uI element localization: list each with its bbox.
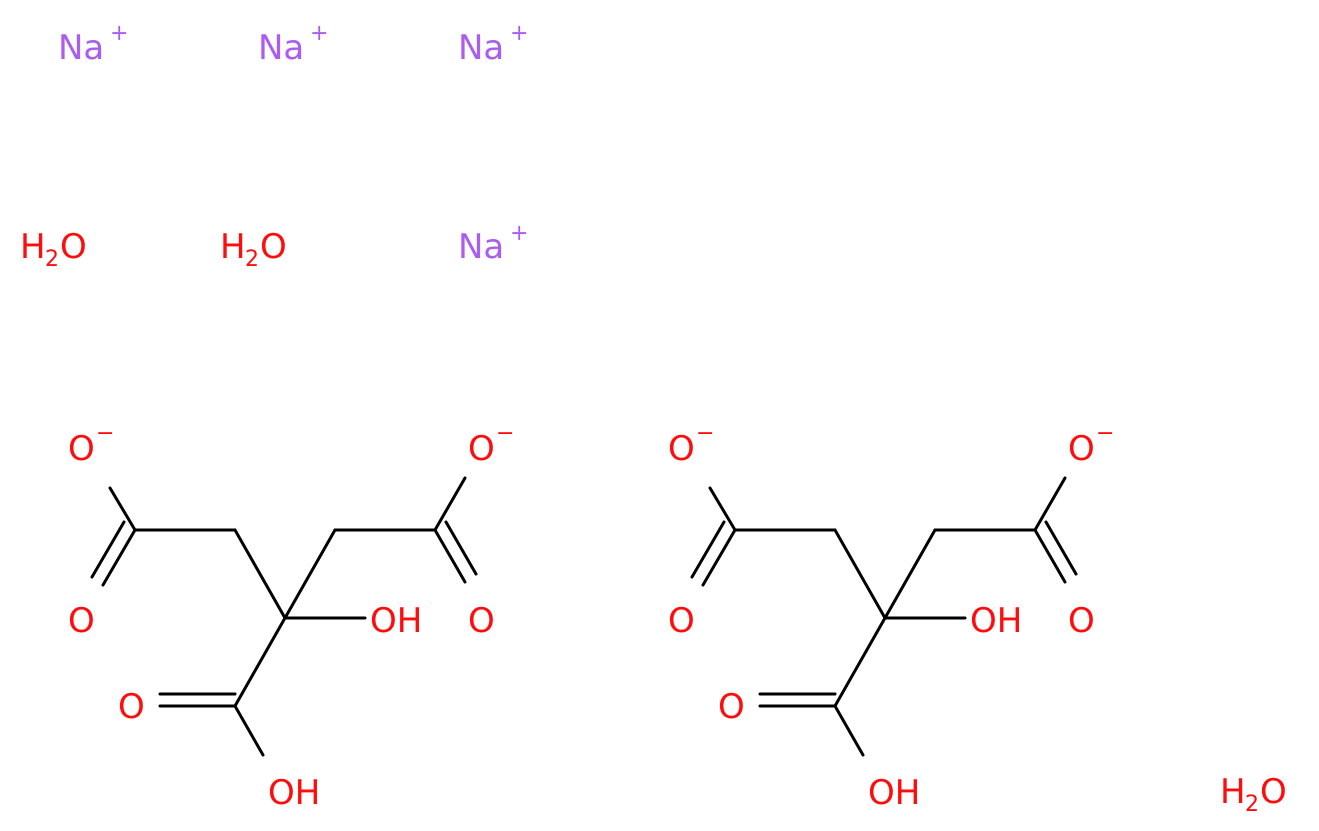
water-subscript: 2	[1245, 792, 1259, 817]
bond	[833, 616, 887, 708]
positive-charge: +	[510, 221, 528, 246]
sodium-ion: Na +	[258, 21, 328, 68]
oxygen-label: O	[718, 687, 745, 727]
water-molecule: H 2 O	[1220, 772, 1287, 817]
bond	[883, 528, 937, 620]
bond	[433, 528, 467, 584]
oxygen-label: O	[668, 601, 695, 641]
oxygen-label: O	[468, 429, 495, 469]
bond	[833, 528, 887, 620]
hydroxyl-label: OH	[268, 773, 320, 813]
sodium-symbol: Na	[58, 28, 104, 68]
bond-lines	[90, 476, 478, 757]
bond	[90, 520, 126, 579]
bond	[701, 528, 737, 587]
oxygen-label: O	[118, 687, 145, 727]
bond	[1033, 476, 1067, 532]
oxygen-label: O	[468, 601, 495, 641]
bond	[283, 528, 337, 620]
negative-charge: −	[496, 421, 514, 446]
sodium-symbol: Na	[458, 227, 504, 267]
oxygen-label: O	[68, 429, 95, 469]
water-h: H	[1220, 772, 1246, 812]
bond	[233, 704, 265, 757]
negative-charge: −	[96, 421, 114, 446]
bond	[833, 704, 865, 757]
bond	[1033, 528, 1067, 584]
water-o: O	[60, 227, 87, 267]
positive-charge: +	[110, 21, 128, 46]
negative-charge: −	[1096, 421, 1114, 446]
atom-labels: O − O O − O OH O OH	[68, 421, 514, 813]
atom-labels: O − O O − O OH O OH	[668, 421, 1114, 813]
positive-charge: +	[510, 21, 528, 46]
negative-charge: −	[696, 421, 714, 446]
oxygen-label: O	[68, 601, 95, 641]
bond-lines	[690, 476, 1078, 757]
citrate-anion: O − O O − O OH O OH	[668, 421, 1114, 813]
hydroxyl-label: OH	[970, 601, 1022, 641]
oxygen-label: O	[668, 429, 695, 469]
sodium-ion: Na +	[458, 221, 528, 267]
positive-charge: +	[310, 21, 328, 46]
bond	[101, 528, 137, 587]
water-o: O	[1260, 772, 1287, 812]
water-molecule: H 2 O	[20, 227, 87, 272]
water-h: H	[20, 227, 46, 267]
sodium-ion: Na +	[58, 21, 128, 68]
hydroxyl-label: OH	[868, 773, 920, 813]
bond	[108, 486, 137, 532]
oxygen-label: O	[1068, 601, 1095, 641]
sodium-symbol: Na	[258, 28, 304, 68]
citrate-anion: O − O O − O OH O OH	[68, 421, 514, 813]
water-h: H	[220, 227, 246, 267]
water-molecule: H 2 O	[220, 227, 287, 272]
bond	[1044, 520, 1078, 576]
oxygen-label: O	[1068, 429, 1095, 469]
hydroxyl-label: OH	[370, 601, 422, 641]
sodium-ion: Na +	[458, 21, 528, 68]
water-subscript: 2	[245, 247, 259, 272]
bond	[233, 528, 287, 620]
bond	[444, 520, 478, 576]
bond	[433, 476, 467, 532]
sodium-symbol: Na	[458, 28, 504, 68]
bond	[708, 486, 737, 532]
bond	[233, 616, 287, 708]
water-o: O	[260, 227, 287, 267]
bond	[690, 520, 726, 579]
water-subscript: 2	[45, 247, 59, 272]
